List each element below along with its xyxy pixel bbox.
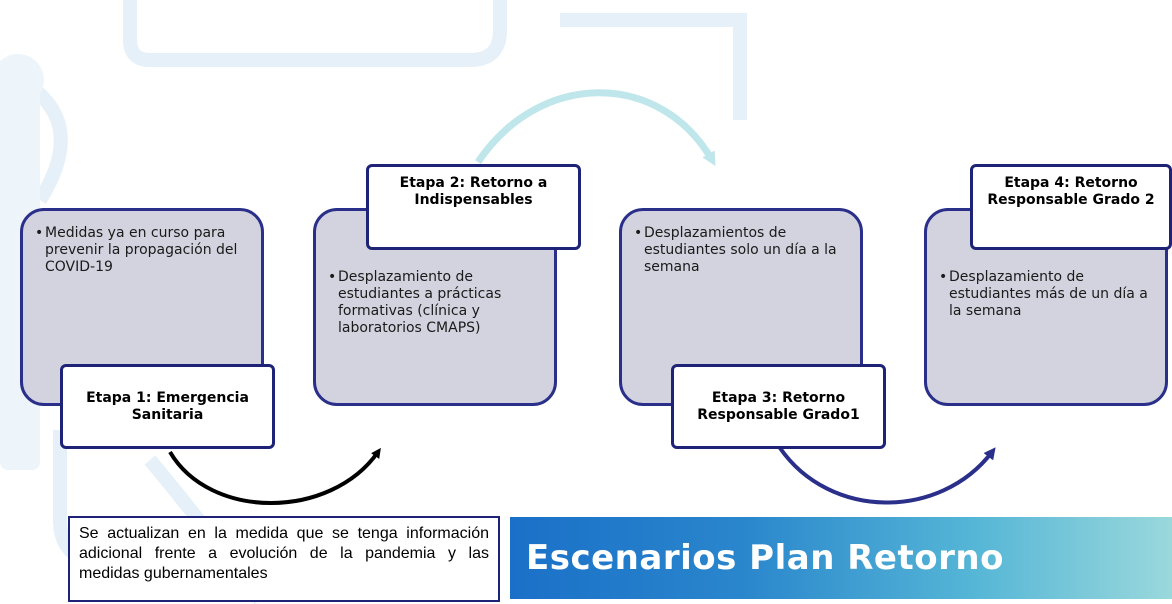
stage-2-title: Etapa 2: Retorno a Indispensables <box>366 164 581 250</box>
stage-4-bullets: Desplazamiento de estudiantes más de un … <box>939 269 1161 320</box>
stage-2-title-text: Etapa 2: Retorno a Indispensables <box>399 175 548 208</box>
stage-2-bullet: Desplazamiento de estudiantes a práctica… <box>328 269 550 337</box>
stage-3-bullets: Desplazamientos de estudiantes solo un d… <box>634 225 856 276</box>
arrow-stage2-to-stage3 <box>475 89 716 167</box>
title-banner: Escenarios Plan Retorno <box>510 517 1172 599</box>
arrow-stage3-to-stage4 <box>778 446 996 505</box>
stage-3-card: Desplazamientos de estudiantes solo un d… <box>619 208 863 406</box>
stage-4-bullet: Desplazamiento de estudiantes más de un … <box>939 269 1161 320</box>
stage-1-title-text: Etapa 1: Emergencia Sanitaria <box>86 389 249 423</box>
stage-2-bullets: Desplazamiento de estudiantes a práctica… <box>328 269 550 337</box>
stage-4-title: Etapa 4: Retorno Responsable Grado 2 <box>970 164 1172 250</box>
stage-4-title-text: Etapa 4: Retorno Responsable Grado 2 <box>987 175 1155 208</box>
stage-1-bullet: Medidas ya en curso para prevenir la pro… <box>35 225 257 276</box>
stage-1-bullets: Medidas ya en curso para prevenir la pro… <box>35 225 257 276</box>
stage-3-title: Etapa 3: Retorno Responsable Grado1 <box>671 364 886 449</box>
update-note: Se actualizan en la medida que se tenga … <box>68 516 500 602</box>
arrow-stage1-to-stage2 <box>168 447 381 505</box>
stage-3-title-text: Etapa 3: Retorno Responsable Grado1 <box>697 389 860 423</box>
banner-title: Escenarios Plan Retorno <box>526 538 1004 578</box>
stage-1-title: Etapa 1: Emergencia Sanitaria <box>60 364 275 449</box>
stage-3-bullet: Desplazamientos de estudiantes solo un d… <box>634 225 856 276</box>
